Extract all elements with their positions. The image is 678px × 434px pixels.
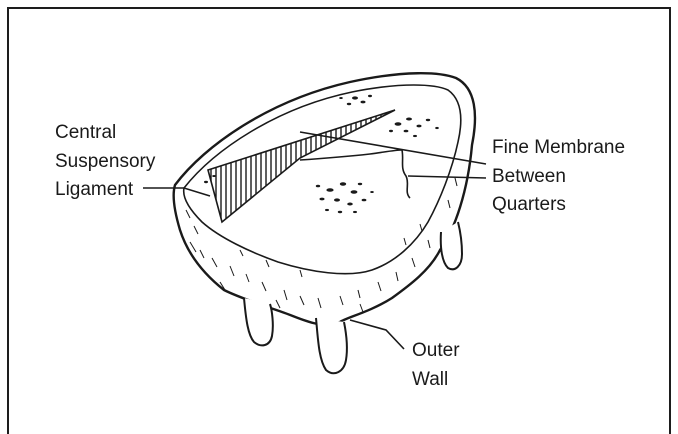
teat-front-center (316, 318, 347, 373)
label-suspensory: Suspensory (55, 150, 155, 174)
teat-front-left (244, 298, 273, 345)
label-between: Between (492, 165, 566, 189)
label-central: Central (55, 121, 116, 145)
label-wall: Wall (412, 368, 448, 392)
label-outer: Outer (412, 339, 460, 363)
label-ligament: Ligament (55, 178, 133, 202)
leader-outer-wall (350, 320, 404, 349)
label-quarters: Quarters (492, 193, 566, 217)
label-fine-membrane: Fine Membrane (492, 136, 625, 160)
